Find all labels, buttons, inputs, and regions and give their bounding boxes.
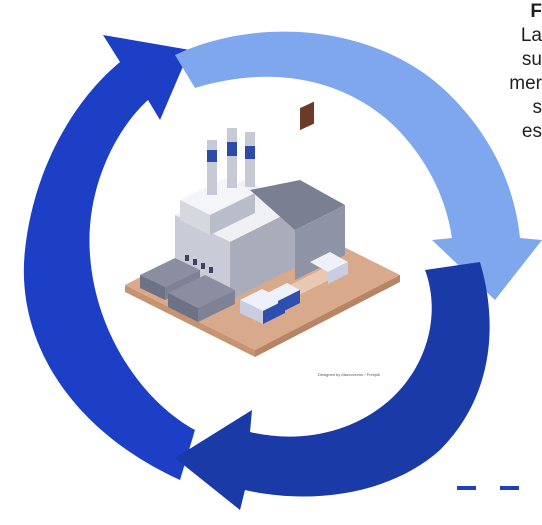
caption-line-1: F	[530, 1, 542, 22]
factory-illustration	[125, 101, 400, 357]
cycle-arrow-bottom-right	[175, 262, 490, 510]
side-caption: F La su mer s es	[412, 0, 542, 144]
caption-line-5: s	[532, 97, 542, 118]
caption-line-6: es	[521, 121, 542, 142]
caption-line-4: mer	[509, 73, 542, 94]
cycle-arrow-top-right	[175, 31, 542, 301]
caption-line-3: su	[521, 49, 542, 70]
image-credit: Designed by Macrovector / Freepik	[318, 372, 381, 377]
accent-dash-1	[457, 486, 476, 490]
caption-line-2: La	[520, 25, 542, 46]
accent-dash-2	[500, 486, 519, 490]
cycle-arrow-left	[23, 35, 195, 480]
